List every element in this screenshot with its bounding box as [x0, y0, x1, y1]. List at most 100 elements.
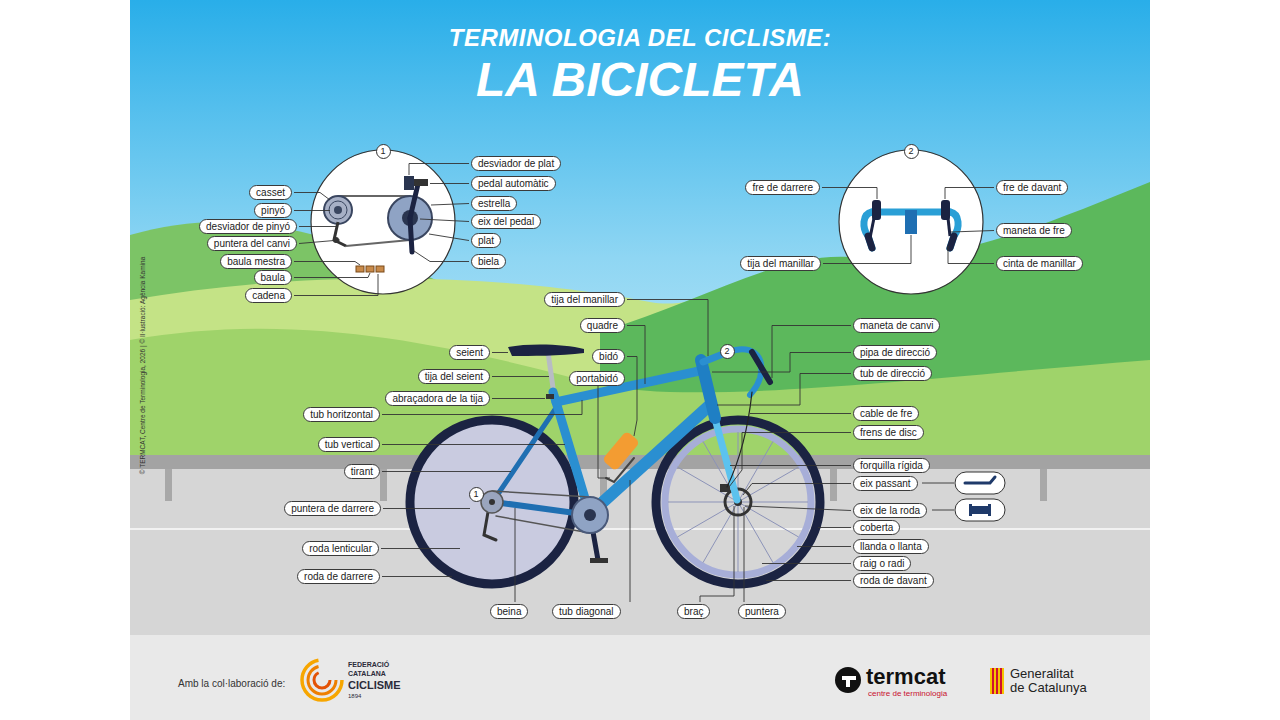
part-name: maneta de fre	[1003, 225, 1065, 236]
part-name: tija del seient	[425, 371, 483, 382]
part-name: desviador de plat	[478, 158, 554, 169]
label-pill: tirant	[344, 464, 380, 479]
part-name: bidó	[599, 351, 618, 362]
label-pill: baula	[254, 270, 292, 285]
logo-text: FEDERACIÓ	[348, 661, 389, 668]
label-pill: tub vertical	[318, 437, 380, 452]
part-name: cinta de manillar	[1003, 258, 1076, 269]
bicycle	[410, 345, 820, 584]
collaboration-note: Amb la col·laboració de:	[178, 678, 285, 689]
label-pill: cable de fre	[853, 406, 919, 421]
label-pill: plat	[471, 233, 501, 248]
label-pill: casset	[249, 185, 292, 200]
callout-circle: 2	[904, 144, 919, 159]
label-pill: tija del manillar	[544, 292, 625, 307]
part-name: biela	[478, 256, 499, 267]
callout-circle: 2	[720, 344, 735, 359]
part-name: seient	[456, 347, 483, 358]
callout-number: 1	[380, 146, 385, 156]
part-name: puntera	[745, 606, 779, 617]
label-pill: quadre	[580, 318, 625, 333]
part-name: raig o radi	[860, 558, 904, 569]
label-pill: forquilla rígida	[853, 458, 930, 473]
part-name: pipa de direcció	[860, 347, 930, 358]
label-pill: portabidó	[569, 371, 625, 386]
part-name: roda lenticular	[309, 543, 372, 554]
handlebar-inset	[839, 150, 983, 294]
part-name: eix de la roda	[860, 505, 920, 516]
part-name: estrella	[478, 198, 510, 209]
background	[130, 0, 1150, 720]
part-name: puntera del canvi	[214, 238, 290, 249]
logo-text: 1894	[348, 693, 361, 699]
logo-text: termcat	[866, 664, 945, 690]
label-pill: estrella	[471, 196, 517, 211]
part-name: abraçadora de la tija	[392, 393, 483, 404]
part-name: tija del manillar	[551, 294, 618, 305]
part-name: baula	[261, 272, 285, 283]
poster-subtitle: LA BICICLETA	[0, 52, 1280, 108]
part-name: desviador de pinyó	[206, 221, 290, 232]
axle-icons	[955, 472, 1005, 521]
label-pill: tija del manillar	[740, 256, 821, 271]
part-name: coberta	[860, 522, 893, 533]
logo-text: Generalitat de Catalunya	[1010, 667, 1089, 695]
label-pill: eix passant	[853, 476, 918, 491]
label-pill: pinyó	[254, 203, 292, 218]
part-name: llanda o llanta	[860, 541, 922, 552]
label-pill: eix del pedal	[471, 214, 541, 229]
leader-lines	[294, 164, 994, 603]
part-name: tirant	[351, 466, 373, 477]
label-pill: biela	[471, 254, 506, 269]
label-pill: puntera	[738, 604, 786, 619]
part-name: fre de darrere	[752, 182, 813, 193]
part-name: pinyó	[261, 205, 285, 216]
label-pill: llanda o llanta	[853, 539, 929, 554]
label-pill: seient	[449, 345, 490, 360]
label-pill: pedal automàtic	[471, 176, 556, 191]
part-name: forquilla rígida	[860, 460, 923, 471]
label-pill: eix de la roda	[853, 503, 927, 518]
label-pill: tub horitzontal	[303, 407, 380, 422]
label-pill: braç	[677, 604, 710, 619]
logo-text: CATALANA	[348, 670, 386, 677]
callout-number: 1	[473, 489, 478, 499]
label-pill: beina	[490, 604, 528, 619]
part-name: fre de davant	[1003, 182, 1061, 193]
label-pill: cadena	[245, 288, 292, 303]
label-pill: maneta de canvi	[853, 318, 940, 333]
label-pill: fre de davant	[996, 180, 1068, 195]
part-name: plat	[478, 235, 494, 246]
label-pill: fre de darrere	[745, 180, 820, 195]
part-name: tub vertical	[325, 439, 373, 450]
part-name: eix passant	[860, 478, 911, 489]
logo-text: CICLISME	[348, 679, 401, 691]
label-pill: roda de darrere	[297, 569, 380, 584]
part-name: puntera de darrere	[291, 503, 374, 514]
label-pill: roda lenticular	[302, 541, 379, 556]
part-name: tija del manillar	[747, 258, 814, 269]
part-name: tub diagonal	[559, 606, 614, 617]
label-pill: cinta de manillar	[996, 256, 1083, 271]
label-pill: abraçadora de la tija	[385, 391, 490, 406]
label-pill: puntera del canvi	[207, 236, 297, 251]
callout-number: 2	[724, 346, 729, 356]
part-name: cadena	[252, 290, 285, 301]
label-pill: puntera de darrere	[284, 501, 381, 516]
label-pill: roda de davant	[853, 573, 934, 588]
label-pill: frens de disc	[853, 425, 924, 440]
part-name: portabidó	[576, 373, 618, 384]
part-name: quadre	[587, 320, 618, 331]
copyright-note: © TERMCAT, Centre de Terminologia, 2026 …	[140, 256, 147, 474]
part-name: cable de fre	[860, 408, 912, 419]
logo-text: centre de terminologia	[868, 689, 947, 698]
poster-title: TERMINOLOGIA DEL CICLISME:	[0, 24, 1280, 52]
part-name: tub de direcció	[860, 368, 925, 379]
drivetrain-inset	[311, 150, 455, 294]
label-pill: pipa de direcció	[853, 345, 937, 360]
callout-number: 2	[908, 146, 913, 156]
part-name: eix del pedal	[478, 216, 534, 227]
label-pill: tija del seient	[418, 369, 490, 384]
label-pill: raig o radi	[853, 556, 911, 571]
